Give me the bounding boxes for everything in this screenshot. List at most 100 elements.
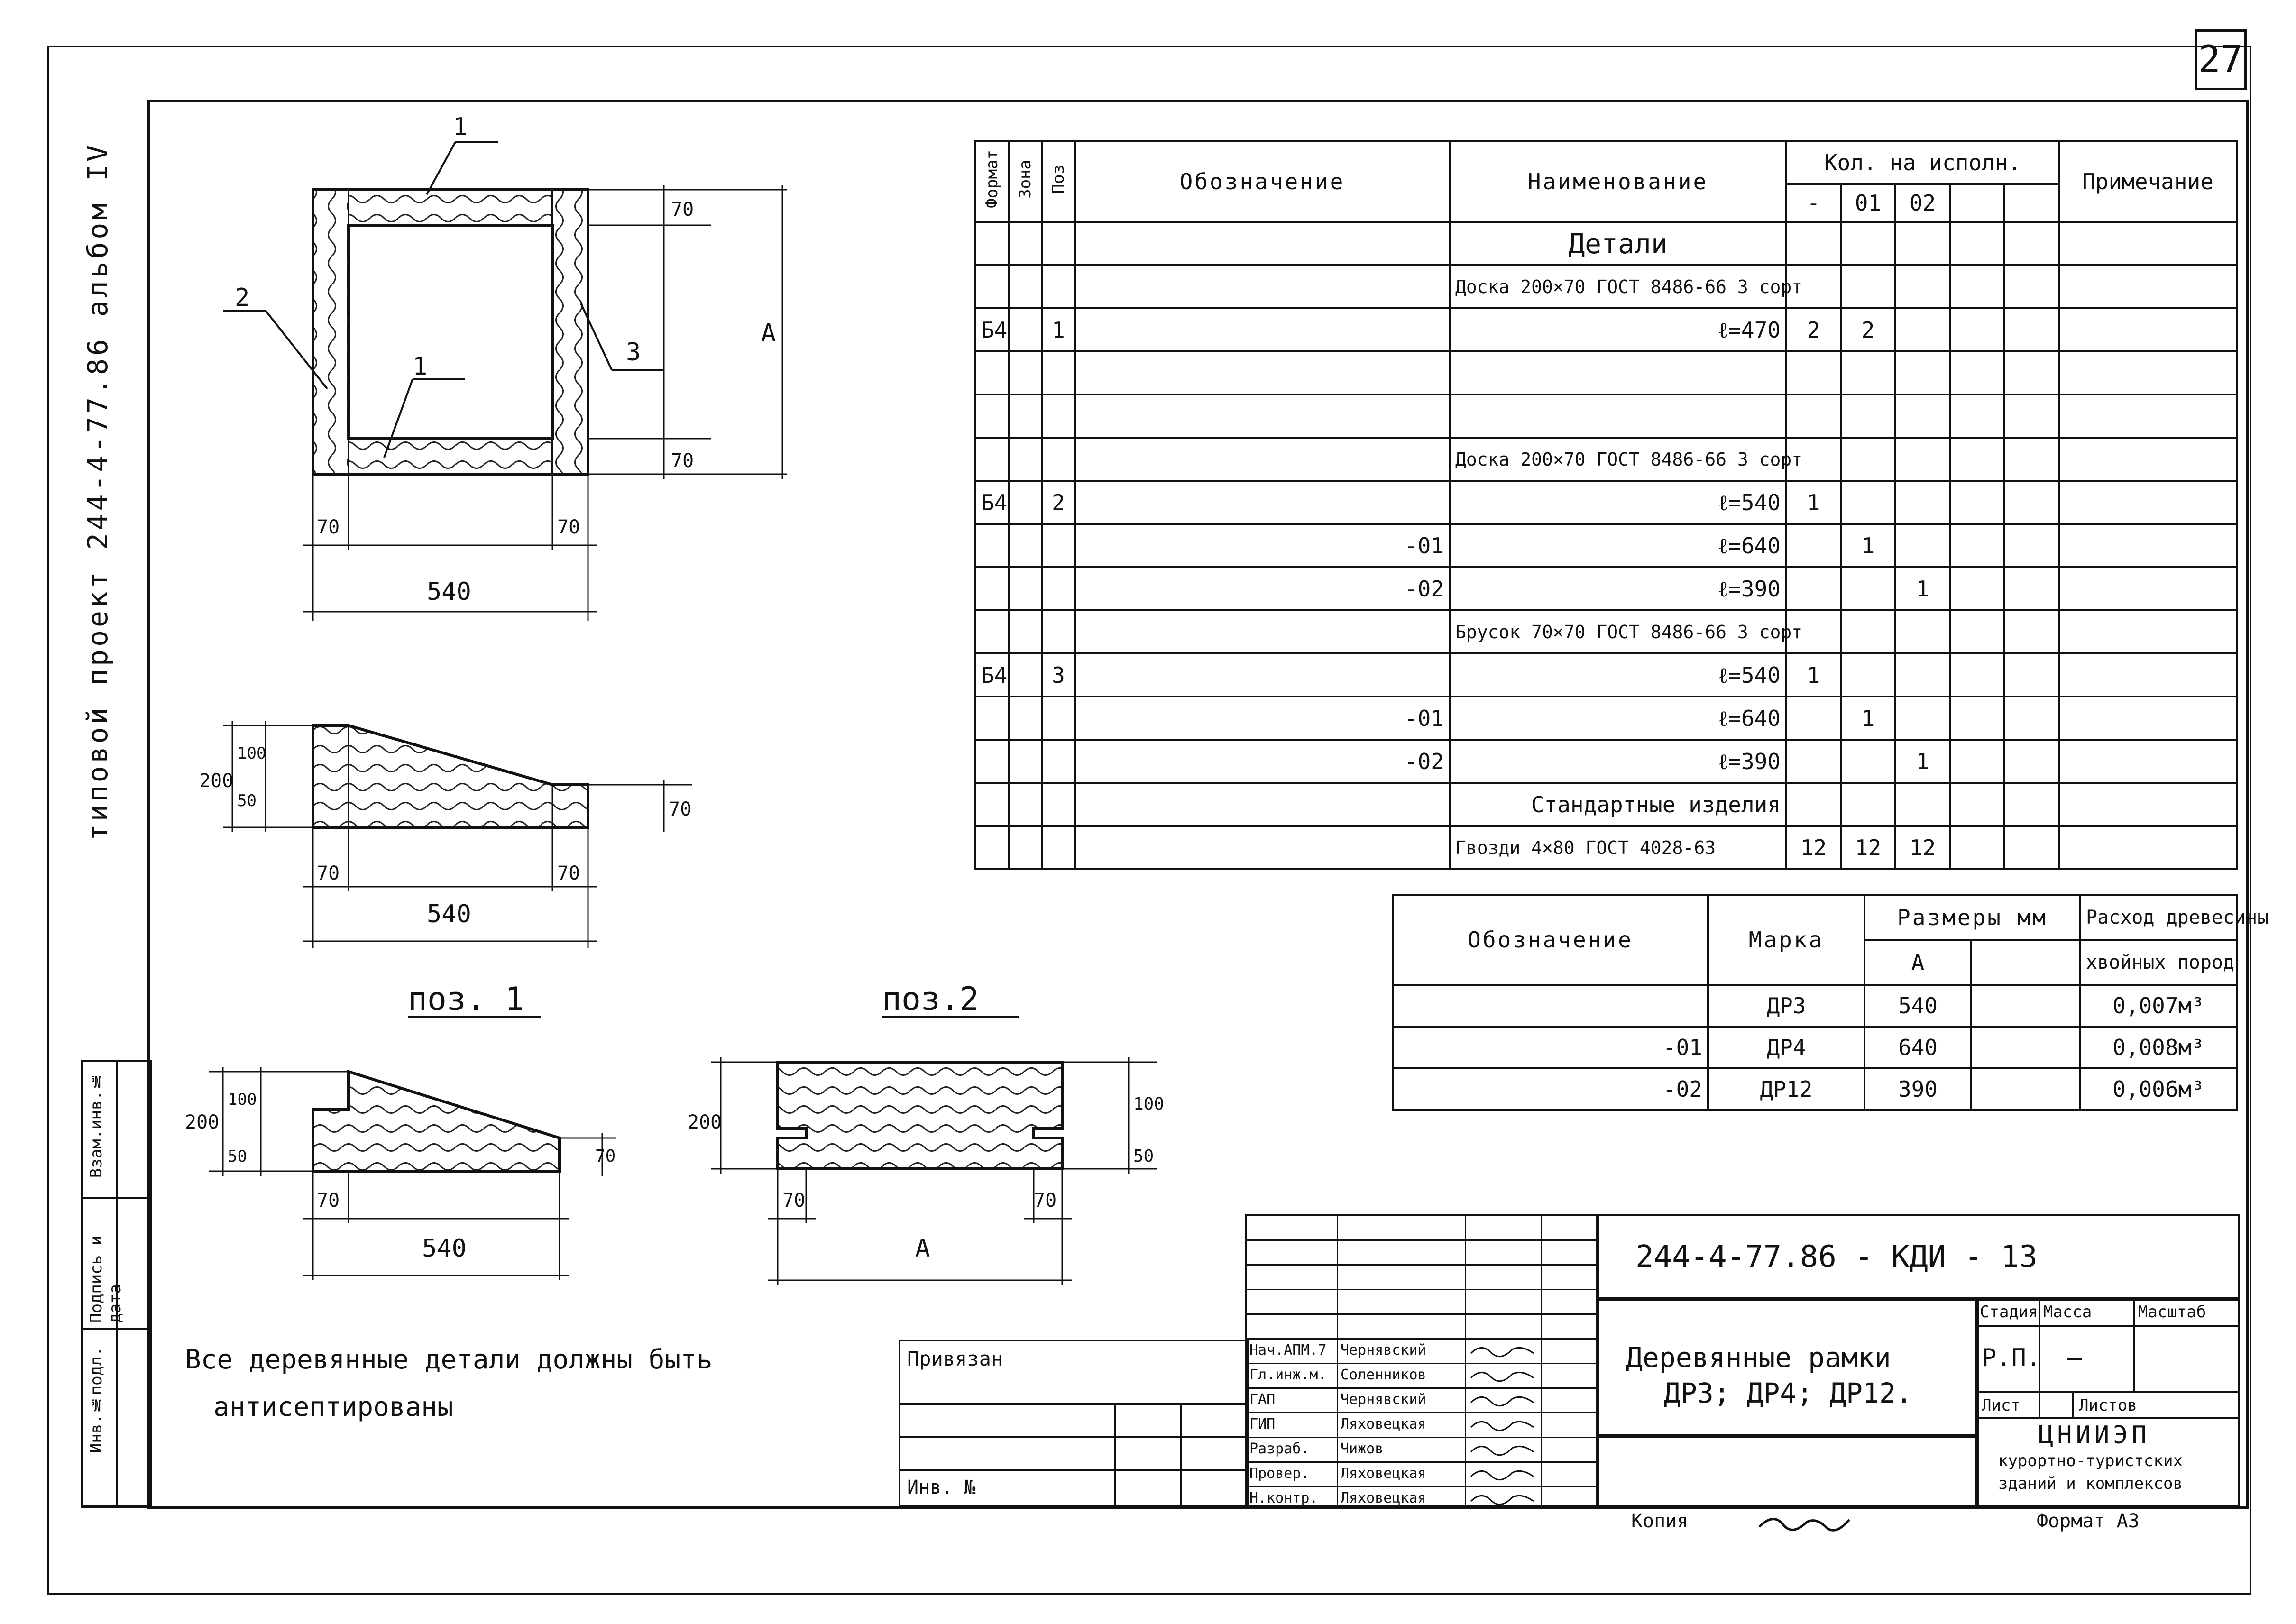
spec-cell: 12 xyxy=(1785,825,1842,870)
spec-cell xyxy=(1008,523,1043,568)
title-line-2: ДР3; ДР4; ДР12. xyxy=(1664,1377,1912,1409)
marks-cell xyxy=(1970,1026,2082,1069)
spec-cell xyxy=(2058,566,2238,611)
format-label: Формат А3 xyxy=(2037,1510,2140,1532)
spec-cell xyxy=(1840,566,1896,611)
stage-label: Стадия xyxy=(1980,1303,2038,1321)
spec-cell xyxy=(1008,264,1043,309)
bound-row-line xyxy=(900,1469,1247,1471)
note-line-2: антисептированы xyxy=(213,1392,453,1422)
spec-cell xyxy=(2003,221,2060,266)
people-row-line xyxy=(1247,1289,1598,1290)
people-row-line xyxy=(1247,1461,1598,1463)
person-role: Провер. xyxy=(1249,1465,1310,1482)
stage-line xyxy=(1977,1325,2238,1327)
marks-hdr-designation: Обозначение xyxy=(1392,894,1709,986)
spec-cell xyxy=(1074,609,1451,654)
spec-cell: Брусок 70×70 ГОСТ 8486-66 3 сорт xyxy=(1449,609,1802,654)
person-name: Ляховецкая xyxy=(1341,1416,1426,1432)
spec-cell xyxy=(1041,566,1076,611)
spec-cell xyxy=(1894,221,1951,266)
plan-pos1-label: 1 xyxy=(453,113,468,141)
spec-cell xyxy=(974,825,1010,870)
spec-cell xyxy=(1949,652,2005,697)
hdr-pos: Поз xyxy=(1041,140,1076,223)
stage-line xyxy=(1977,1391,2238,1393)
person-role: Нач.АПМ.7 xyxy=(1249,1342,1327,1358)
spec-cell xyxy=(1041,523,1076,568)
spec-cell xyxy=(2003,480,2060,525)
person-role: ГИП xyxy=(1249,1416,1276,1432)
bound-row-line xyxy=(900,1436,1247,1438)
frame-plan-view xyxy=(223,141,787,621)
people-row-line xyxy=(1247,1486,1598,1487)
person-signature xyxy=(1470,1445,1534,1456)
spec-cell xyxy=(1894,696,1951,741)
spec-cell xyxy=(974,221,1010,266)
spec-cell xyxy=(974,350,1010,395)
spec-cell xyxy=(1949,307,2005,352)
spec-cell xyxy=(1949,566,2005,611)
side-dim-70: 70 xyxy=(317,862,340,884)
people-row-line xyxy=(1247,1338,1598,1340)
spec-cell xyxy=(2003,566,2060,611)
marks-cell: 0,006м³ xyxy=(2079,1067,2238,1111)
side-stamp-row xyxy=(83,1328,149,1330)
spec-cell: -02 xyxy=(1074,566,1451,611)
pos1-dim-200: 200 xyxy=(185,1111,219,1133)
spec-cell: -02 xyxy=(1074,739,1451,784)
bound-col-line xyxy=(1180,1403,1182,1505)
spec-cell xyxy=(2058,652,2238,697)
spec-cell xyxy=(1041,394,1076,439)
spec-cell xyxy=(1785,264,1842,309)
sheets-label: Листов xyxy=(2079,1396,2137,1415)
spec-cell xyxy=(1894,394,1951,439)
bound-row-line xyxy=(900,1403,1247,1405)
spec-cell xyxy=(1785,696,1842,741)
spec-cell: 1 xyxy=(1894,566,1951,611)
spec-cell xyxy=(1840,264,1896,309)
section-title-pos2: поз.2 xyxy=(882,981,979,1018)
title-line-1: Деревянные рамки xyxy=(1626,1341,1891,1374)
people-col-line xyxy=(1541,1216,1542,1505)
plan-dim-70: 70 xyxy=(671,450,694,472)
stage-col xyxy=(2072,1391,2074,1417)
marks-cell: 540 xyxy=(1864,984,1972,1028)
marks-cell: 390 xyxy=(1864,1067,1972,1111)
pos2-dim-70: 70 xyxy=(1034,1190,1056,1211)
spec-cell xyxy=(974,609,1010,654)
spec-cell: Гвозди 4×80 ГОСТ 4028-63 xyxy=(1449,825,1787,870)
pos2-right-dims: 100 50 70 xyxy=(1024,1057,1164,1285)
stage-col xyxy=(2039,1299,2040,1417)
bound-label: Привязан xyxy=(907,1347,1003,1370)
spec-cell xyxy=(1785,782,1842,827)
bound-box: Привязан Инв. № xyxy=(899,1340,1249,1507)
side-dim-70: 70 xyxy=(669,798,691,820)
spec-cell: Б4 xyxy=(974,480,1010,525)
spec-cell xyxy=(1785,437,1842,482)
side-dim-540: 540 xyxy=(427,900,471,928)
person-signature xyxy=(1470,1495,1534,1505)
stage-line xyxy=(1977,1417,2238,1419)
spec-cell: ℓ=640 xyxy=(1449,696,1787,741)
sheet-label: Лист xyxy=(1982,1396,2020,1415)
spec-cell xyxy=(2058,264,2238,309)
person-name: Чернявский xyxy=(1341,1391,1426,1408)
spec-cell xyxy=(1894,609,1951,654)
plan-dim-70: 70 xyxy=(671,199,694,220)
spec-cell xyxy=(1949,523,2005,568)
spec-cell xyxy=(1449,394,1787,439)
hdr-zone: Зона xyxy=(1008,140,1043,223)
stage-box: Стадия Масса Масштаб Р.П. — Лист Листов … xyxy=(1975,1297,2240,1507)
hdr-q4 xyxy=(2003,183,2060,223)
spec-cell xyxy=(2003,696,2060,741)
spec-cell xyxy=(1008,696,1043,741)
marks-hdr-mark: Марка xyxy=(1707,894,1865,986)
